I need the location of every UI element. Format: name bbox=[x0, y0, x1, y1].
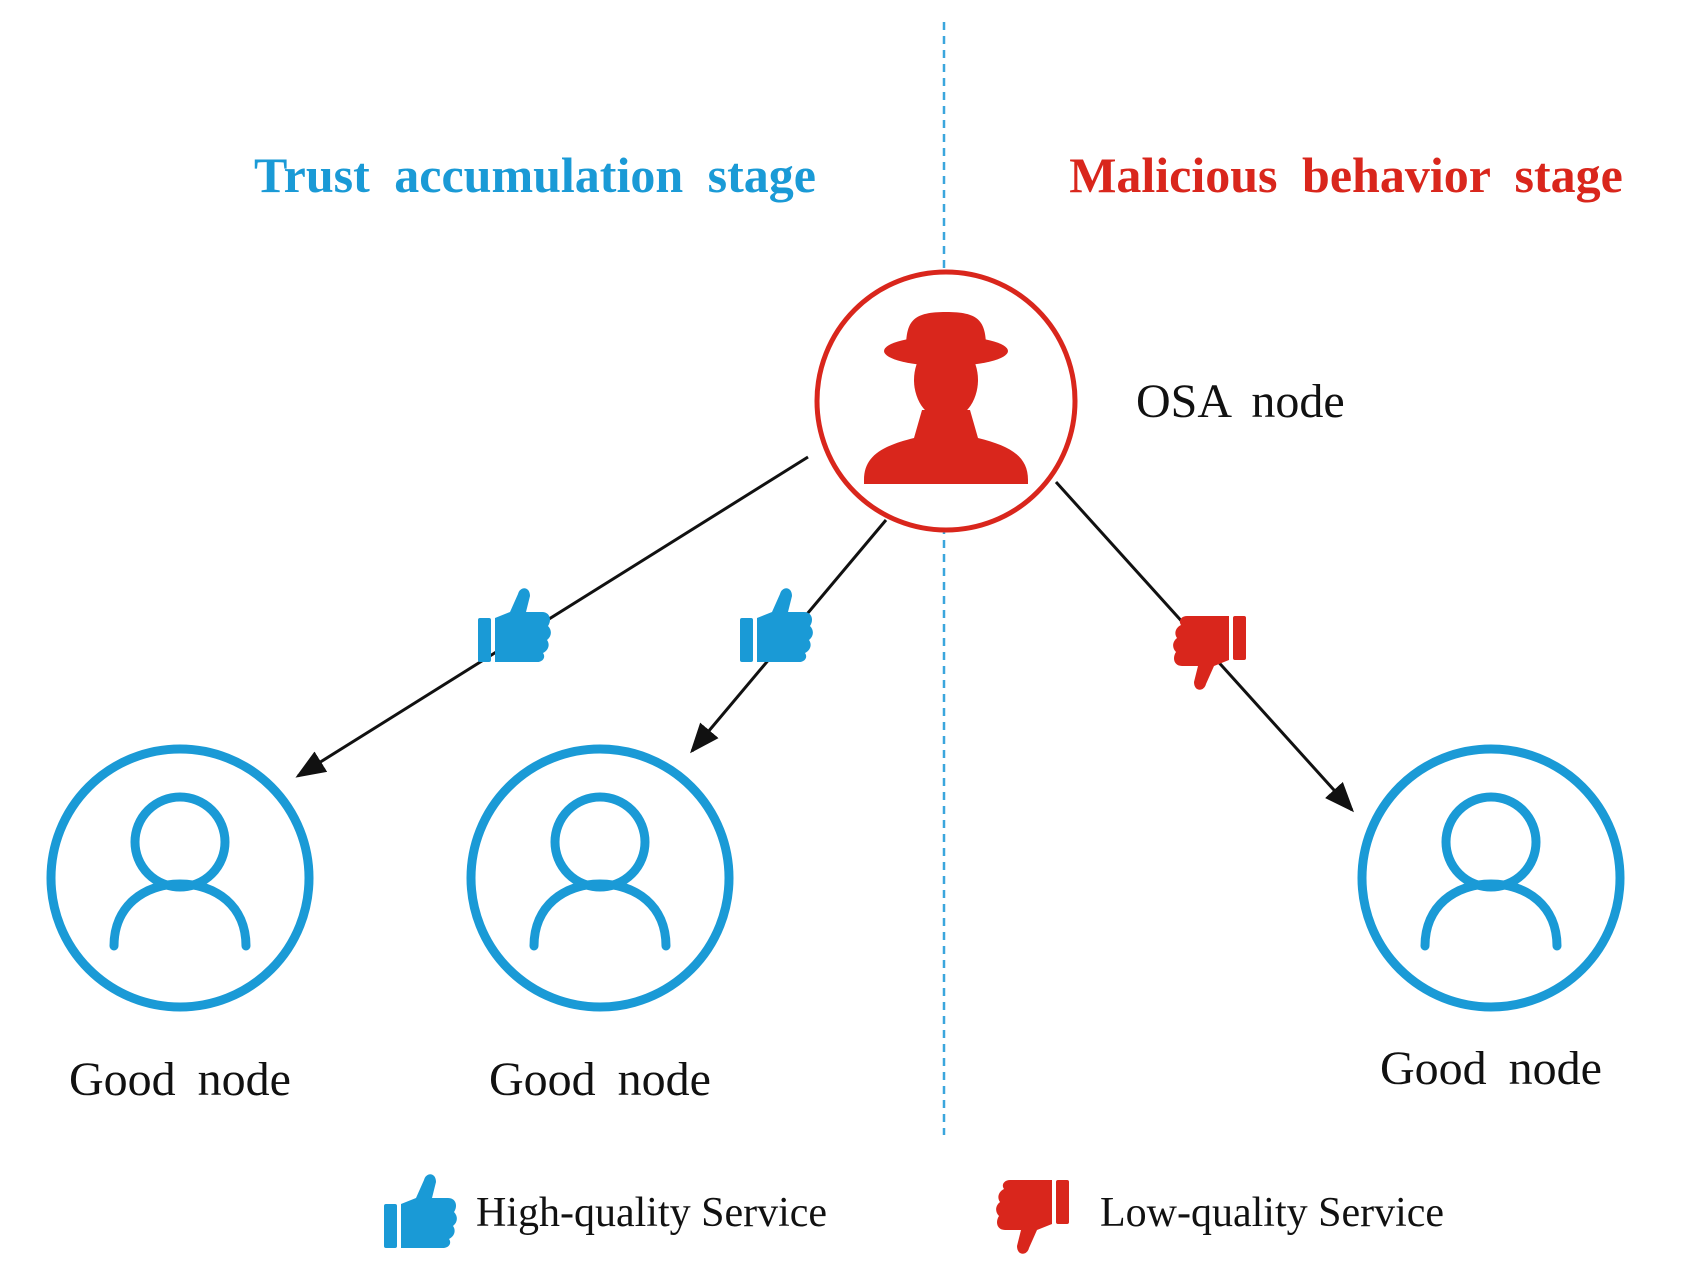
user-outline-icon bbox=[529, 792, 671, 951]
good-node-circle bbox=[46, 744, 314, 1012]
malicious-stage-title: Malicious behavior stage bbox=[1069, 147, 1623, 203]
legend-low-quality-label: Low-quality Service bbox=[1100, 1190, 1444, 1236]
good-node-circle bbox=[1357, 744, 1625, 1012]
good-node-label: Good node bbox=[1380, 1042, 1602, 1095]
spy-hat-person-icon bbox=[864, 312, 1028, 484]
legend-high-quality-label: High-quality Service bbox=[476, 1190, 827, 1236]
thumbs-up-icon bbox=[384, 1174, 457, 1248]
thumbs-down-icon bbox=[996, 1180, 1069, 1254]
good-node: Good node bbox=[1357, 744, 1625, 1095]
user-outline-icon bbox=[109, 792, 251, 951]
thumbs-up-icon bbox=[478, 588, 551, 662]
osa-node-label: OSA node bbox=[1136, 375, 1345, 428]
trust-stage-title: Trust accumulation stage bbox=[254, 147, 816, 203]
user-outline-icon bbox=[1420, 792, 1562, 951]
thumbs-up-icon bbox=[740, 588, 813, 662]
good-node-label: Good node bbox=[69, 1053, 291, 1106]
legend: High-quality Service Low-quality Service bbox=[384, 1174, 1444, 1254]
arrow-to-good-node-1 bbox=[295, 455, 809, 778]
good-node: Good node bbox=[466, 744, 734, 1106]
osa-node: OSA node bbox=[814, 269, 1345, 533]
good-node-circle bbox=[466, 744, 734, 1012]
good-node-label: Good node bbox=[489, 1053, 711, 1106]
good-node: Good node bbox=[46, 744, 314, 1106]
